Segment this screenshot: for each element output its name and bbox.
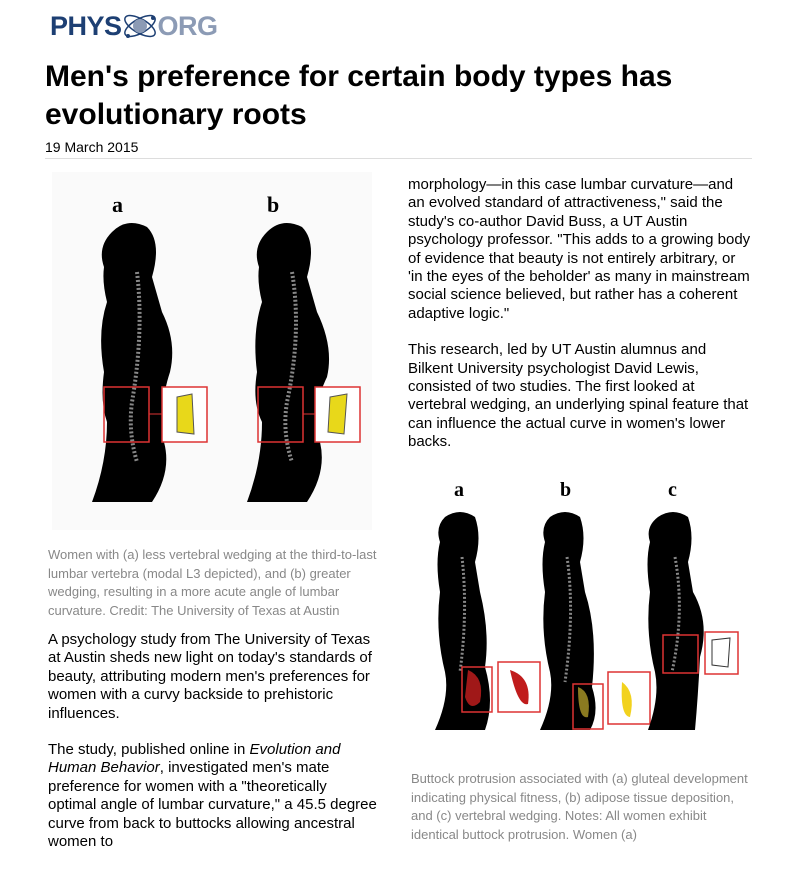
logo-text-phys: PHYS: [50, 10, 122, 41]
paragraph-study: The study, published online in Evolution…: [48, 741, 378, 851]
figure-2-label-c: c: [668, 479, 677, 501]
figure-2-caption: Buttock protrusion associated with (a) g…: [411, 771, 748, 842]
silhouette-a: [92, 223, 208, 502]
silhouette-b: [540, 512, 651, 730]
journal-name: Evolution and Human Behavior: [48, 741, 341, 777]
phys-org-logo[interactable]: PHYS ORG: [50, 8, 218, 44]
left-column: A psychology study from The University o…: [48, 631, 378, 869]
figure-2-label-a: a: [454, 479, 464, 501]
article-date: 19 March 2015: [45, 139, 139, 155]
paragraph-quote: morphology—in this case lumbar curvature…: [408, 176, 751, 322]
paragraph-research: This research, led by UT Austin alumnus …: [408, 341, 749, 451]
silhouette-a: [435, 512, 541, 730]
paragraph-text: The study, published online in: [48, 741, 250, 759]
figure-1-image[interactable]: a b: [52, 172, 372, 530]
figure-2-label-b: b: [560, 479, 571, 501]
paragraph-intro: A psychology study from The University o…: [48, 631, 372, 722]
divider: [45, 158, 752, 159]
right-column: morphology—in this case lumbar curvature…: [408, 176, 753, 470]
atom-icon: [123, 14, 156, 38]
silhouette-b: [247, 223, 361, 502]
figure-1-caption: Women with (a) less vertebral wedging at…: [48, 547, 377, 618]
logo-text-org: ORG: [157, 10, 219, 41]
article-title: Men's preference for certain body types …: [45, 60, 673, 131]
figure-1-label-b: b: [267, 192, 279, 217]
silhouette-c: [647, 512, 739, 730]
figure-1-label-a: a: [112, 192, 123, 217]
figure-2-image[interactable]: a b c: [410, 472, 750, 747]
